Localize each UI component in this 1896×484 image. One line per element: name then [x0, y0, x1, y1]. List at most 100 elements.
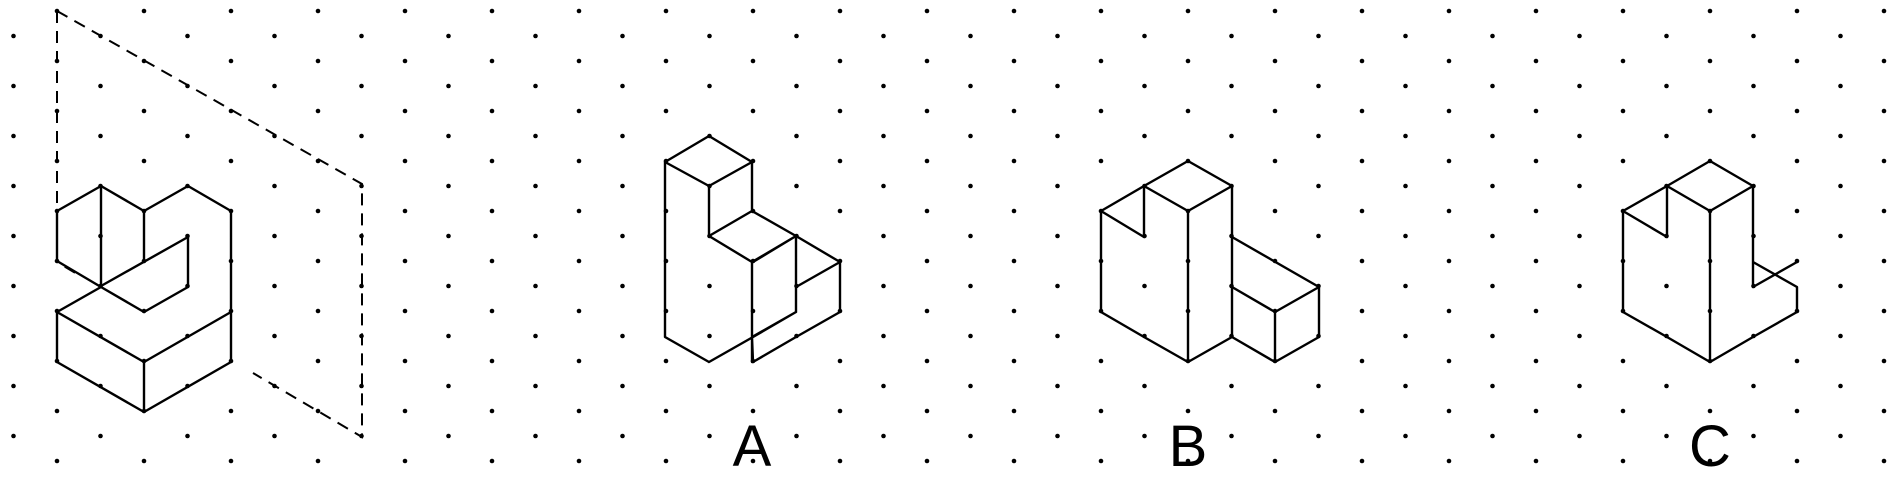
grid-dot — [881, 383, 886, 389]
grid-dot — [446, 383, 451, 389]
grid-dot — [924, 458, 930, 464]
grid-dot — [1403, 233, 1408, 239]
grid-dot — [881, 433, 886, 439]
grid-dot — [1794, 158, 1800, 164]
grid-dot — [707, 383, 712, 389]
grid-dot — [576, 408, 582, 414]
grid-dot — [837, 358, 843, 364]
grid-dot — [1403, 33, 1408, 39]
grid-dot — [1098, 158, 1104, 164]
grid-dot — [1577, 333, 1582, 339]
grid-dot — [707, 283, 712, 289]
grid-dot — [1272, 58, 1278, 64]
grid-dot — [1229, 383, 1234, 389]
grid-dot — [402, 458, 408, 464]
grid-dot — [1229, 433, 1234, 439]
grid-dot — [315, 258, 321, 264]
grid-dot — [1446, 208, 1452, 214]
grid-dot — [1881, 308, 1887, 314]
grid-dot — [663, 58, 669, 64]
grid-dot — [489, 58, 495, 64]
grid-dot — [1577, 83, 1582, 89]
grid-dot — [1272, 458, 1278, 464]
grid-dot — [359, 33, 364, 39]
grid-dot — [1533, 408, 1539, 414]
grid-dot — [837, 158, 843, 164]
option-a-object — [663, 134, 842, 364]
grid-dot — [1185, 408, 1191, 414]
grid-dot — [924, 8, 930, 14]
grid-dot — [1881, 258, 1887, 264]
grid-dot — [750, 458, 756, 464]
grid-dot — [1577, 433, 1582, 439]
option-a-label[interactable]: A — [732, 414, 772, 479]
grid-dot — [1751, 133, 1756, 139]
grid-dot — [446, 133, 451, 139]
grid-dot — [1316, 383, 1321, 389]
grid-dot — [489, 158, 495, 164]
grid-dot — [1359, 408, 1365, 414]
grid-dot — [98, 433, 103, 439]
option-c-label[interactable]: C — [1689, 414, 1731, 479]
grid-dot — [881, 133, 886, 139]
grid-dot — [1229, 83, 1234, 89]
grid-dot — [1707, 58, 1713, 64]
grid-dot — [620, 83, 625, 89]
grid-dot — [1446, 308, 1452, 314]
grid-dot — [1533, 58, 1539, 64]
grid-dot — [228, 8, 234, 14]
grid-dot — [185, 133, 190, 139]
grid-dot — [1185, 8, 1191, 14]
grid-dot — [1403, 183, 1408, 189]
grid-dot — [185, 433, 190, 439]
grid-dot — [1620, 358, 1626, 364]
grid-dot — [1577, 33, 1582, 39]
grid-dot — [533, 133, 538, 139]
grid-dot — [1533, 258, 1539, 264]
grid-dot — [1533, 158, 1539, 164]
grid-dot — [1620, 408, 1626, 414]
grid-dot — [1229, 133, 1234, 139]
grid-dot — [489, 8, 495, 14]
grid-dot — [924, 408, 930, 414]
grid-dot — [1838, 33, 1843, 39]
grid-dot — [1490, 333, 1495, 339]
grid-dot — [533, 33, 538, 39]
grid-dot — [1359, 58, 1365, 64]
grid-dot — [1272, 158, 1278, 164]
option-b-object — [1099, 159, 1321, 364]
grid-dot — [968, 83, 973, 89]
grid-dot — [1751, 433, 1756, 439]
grid-dot — [533, 433, 538, 439]
grid-dot — [11, 283, 16, 289]
grid-dot — [11, 183, 16, 189]
grid-dot — [1794, 408, 1800, 414]
grid-dot — [707, 433, 712, 439]
grid-dot — [402, 158, 408, 164]
grid-dot — [1011, 8, 1017, 14]
grid-dot — [1577, 183, 1582, 189]
grid-dot — [446, 333, 451, 339]
grid-dot — [1881, 358, 1887, 364]
grid-dot — [1011, 208, 1017, 214]
grid-dot — [1055, 333, 1060, 339]
grid-dot — [1881, 158, 1887, 164]
grid-dot — [1316, 183, 1321, 189]
grid-dot — [315, 458, 321, 464]
grid-dot — [1055, 233, 1060, 239]
option-b-label[interactable]: B — [1168, 414, 1208, 479]
grid-dot — [968, 333, 973, 339]
grid-dot — [707, 33, 712, 39]
grid-dot — [576, 158, 582, 164]
grid-dot — [315, 358, 321, 364]
grid-dot — [1055, 433, 1060, 439]
grid-dot — [707, 333, 712, 339]
grid-dot — [185, 33, 190, 39]
grid-dot — [1359, 208, 1365, 214]
reference-object — [55, 10, 363, 439]
grid-dot — [924, 158, 930, 164]
grid-dot — [1664, 433, 1669, 439]
grid-dot — [272, 33, 277, 39]
grid-dot — [663, 108, 669, 114]
grid-dot — [54, 408, 60, 414]
